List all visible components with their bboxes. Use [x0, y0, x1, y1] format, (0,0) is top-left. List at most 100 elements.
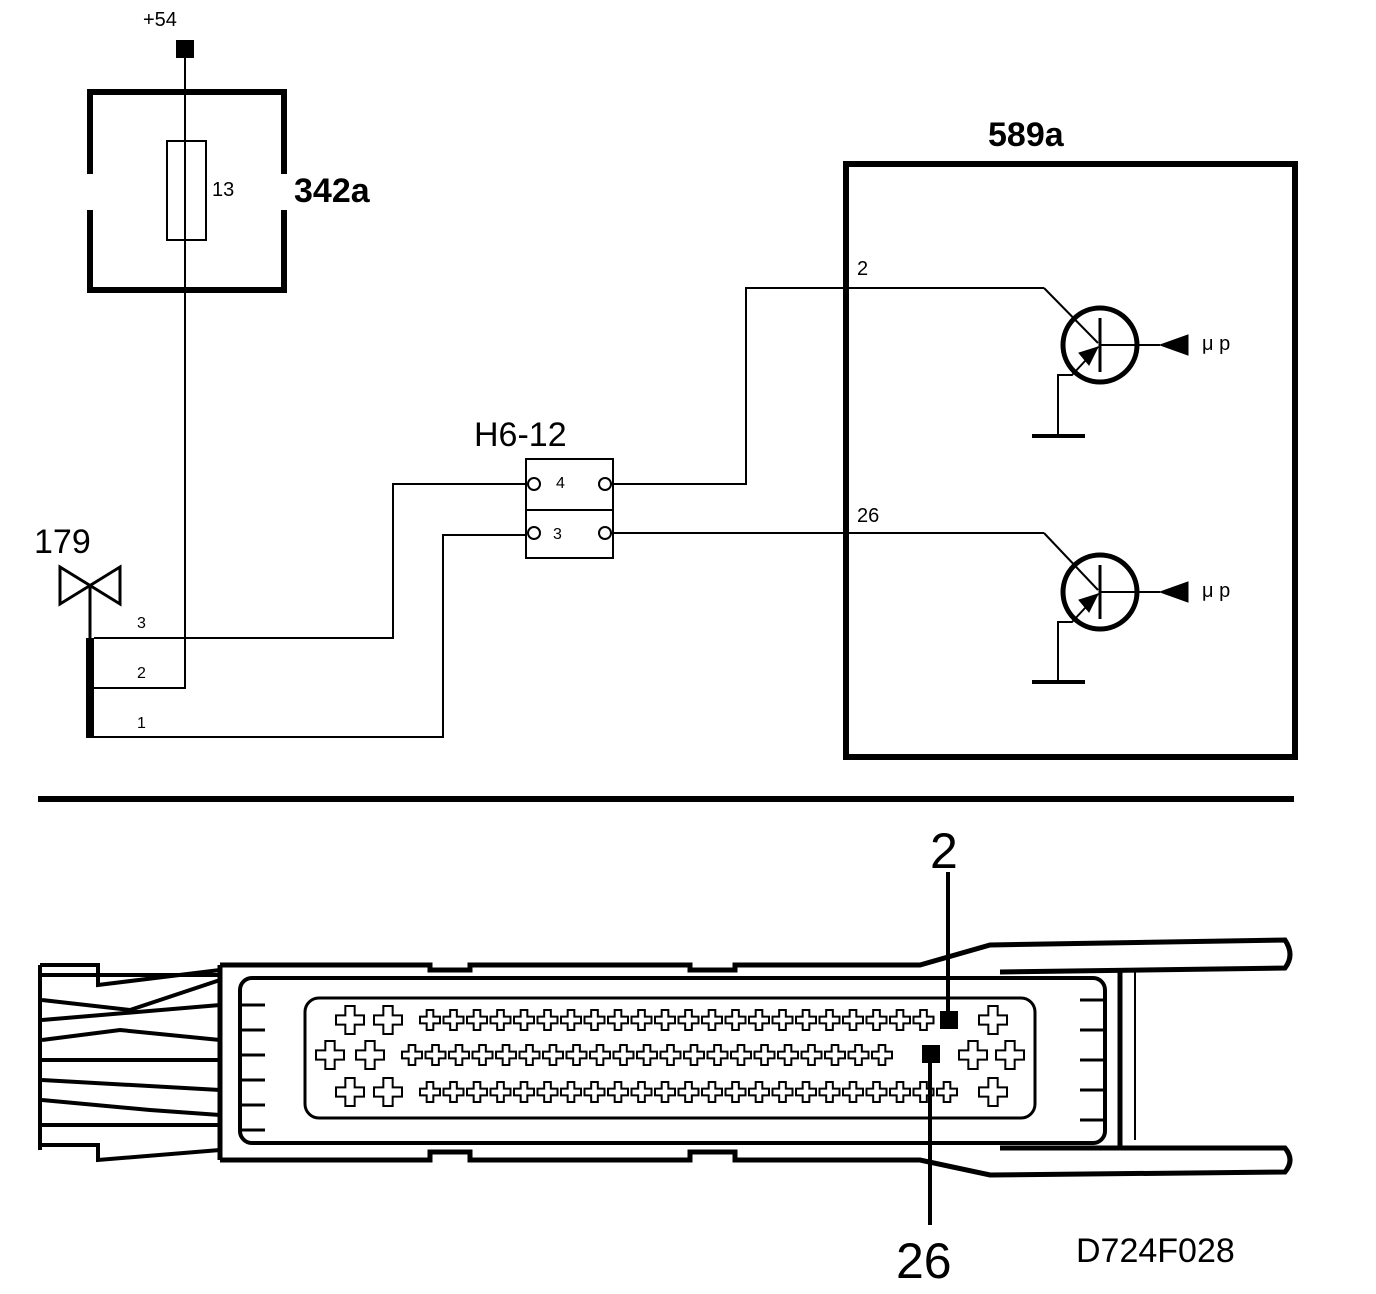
plug-pin-icon	[401, 1044, 423, 1066]
plug-pin-icon	[958, 1040, 988, 1070]
plug-pin-icon	[771, 1009, 794, 1031]
plug-pin-icon	[889, 1081, 911, 1103]
ecu-plug	[38, 937, 1293, 1178]
plug-pin-icon	[871, 1044, 893, 1066]
plug-pin-icon	[889, 1009, 911, 1031]
wire-supply	[94, 58, 186, 689]
plug-pin-icon	[565, 1044, 588, 1066]
plug-pin-icon	[865, 1081, 888, 1103]
plug-pin-icon	[583, 1009, 606, 1031]
wire-to-ecu-pin2	[611, 287, 1044, 485]
plug-pin-icon	[466, 1081, 488, 1103]
plug-pin-icon	[335, 1005, 365, 1035]
sensor-pin-1: 1	[137, 715, 146, 732]
plug-pin-icon	[536, 1009, 559, 1031]
connector-pin-4: 4	[556, 475, 565, 492]
connector-label: H6-12	[474, 416, 567, 454]
ecu-label: 589a	[988, 116, 1065, 154]
plug-pin-icon	[654, 1081, 676, 1103]
plug-pin-icon	[777, 1044, 799, 1066]
plug-pin-icon	[842, 1009, 864, 1031]
ecu-pin-26-label: 26	[857, 505, 879, 527]
plug-pin-icon	[748, 1009, 770, 1031]
plug-pin-icon	[612, 1044, 635, 1066]
transistor-a-icon	[1032, 287, 1189, 438]
plug-pin-bottom-label: 26	[896, 1233, 952, 1289]
ecu-signal-a: μ p	[1202, 333, 1230, 355]
plug-pin-icon	[536, 1081, 559, 1103]
plug-pin-icon	[513, 1081, 535, 1103]
plug-pin-icon	[518, 1044, 541, 1066]
plug-pin-icon	[630, 1081, 653, 1103]
plug-pin-icon	[654, 1009, 676, 1031]
plug-pin-icon	[583, 1081, 606, 1103]
supply-label: +54	[143, 9, 177, 31]
plug-pin-icon	[912, 1081, 935, 1103]
plug-pin-icon	[373, 1077, 403, 1107]
plug-pin-icon	[424, 1044, 447, 1066]
plug-pin-icon	[560, 1009, 582, 1031]
plug-pin-icon	[489, 1009, 512, 1031]
plug-pin-icon	[489, 1081, 512, 1103]
sensor-pin-2: 2	[137, 665, 146, 682]
connector-pin-3: 3	[553, 526, 562, 543]
plug-pin-icon	[842, 1081, 864, 1103]
plug-pin-grid	[315, 1005, 1025, 1107]
plug-pin-icon	[730, 1044, 752, 1066]
fuse-box	[87, 89, 287, 293]
plug-pin-icon	[630, 1009, 653, 1031]
plug-pin-icon	[865, 1009, 888, 1031]
plug-pin-icon	[448, 1044, 470, 1066]
plug-pin-icon	[560, 1081, 582, 1103]
plug-pin-icon	[677, 1081, 700, 1103]
plug-pin-icon	[936, 1081, 958, 1103]
plug-pin-2-marker	[940, 1011, 958, 1029]
plug-pin-icon	[824, 1044, 846, 1066]
plug-pin-icon	[995, 1040, 1025, 1070]
sensor-connector-bar	[86, 638, 94, 738]
section-divider	[38, 796, 1294, 802]
plug-pin-icon	[419, 1009, 441, 1031]
valve-symbol-icon	[58, 564, 122, 638]
plug-pin-icon	[315, 1040, 345, 1070]
wire-pin3	[94, 483, 528, 639]
sensor-label: 179	[34, 523, 91, 561]
ecu-signal-b: μ p	[1202, 580, 1230, 602]
plug-pin-top-label: 2	[930, 823, 958, 879]
plug-pin-icon	[442, 1009, 465, 1031]
plug-pin-icon	[589, 1044, 611, 1066]
plug-pin-icon	[701, 1009, 723, 1031]
plug-pin-icon	[466, 1009, 488, 1031]
fuse-number: 13	[212, 179, 234, 201]
plug-pin-icon	[495, 1044, 517, 1066]
plug-pin-icon	[607, 1081, 629, 1103]
drawing-id: D724F028	[1076, 1232, 1235, 1270]
plug-pin-icon	[659, 1044, 682, 1066]
plug-pin-icon	[513, 1009, 535, 1031]
plug-pin-26-marker	[922, 1045, 940, 1063]
plug-pin-icon	[706, 1044, 729, 1066]
plug-pin-icon	[748, 1081, 770, 1103]
plug-pin-icon	[542, 1044, 564, 1066]
plug-pin-icon	[419, 1081, 441, 1103]
plug-pin-icon	[818, 1009, 841, 1031]
plug-pin-icon	[847, 1044, 870, 1066]
plug-pin-icon	[373, 1005, 403, 1035]
wire-pin1	[94, 534, 528, 738]
plug-pin-icon	[912, 1009, 935, 1031]
plug-pin-icon	[683, 1044, 705, 1066]
plug-pin-icon	[753, 1044, 776, 1066]
plug-pin-icon	[795, 1009, 817, 1031]
supply-terminal	[176, 40, 194, 58]
plug-pin-icon	[442, 1081, 465, 1103]
plug-pin-icon	[677, 1009, 700, 1031]
plug-pin-icon	[701, 1081, 723, 1103]
fuse-box-label: 342a	[294, 172, 371, 210]
transistor-b-icon	[1032, 532, 1189, 684]
plug-pin-icon	[795, 1081, 817, 1103]
plug-pin-icon	[335, 1077, 365, 1107]
plug-pin-icon	[636, 1044, 658, 1066]
plug-pin-icon	[800, 1044, 823, 1066]
plug-pin-icon	[978, 1005, 1008, 1035]
sensor-pin-3: 3	[137, 615, 146, 632]
